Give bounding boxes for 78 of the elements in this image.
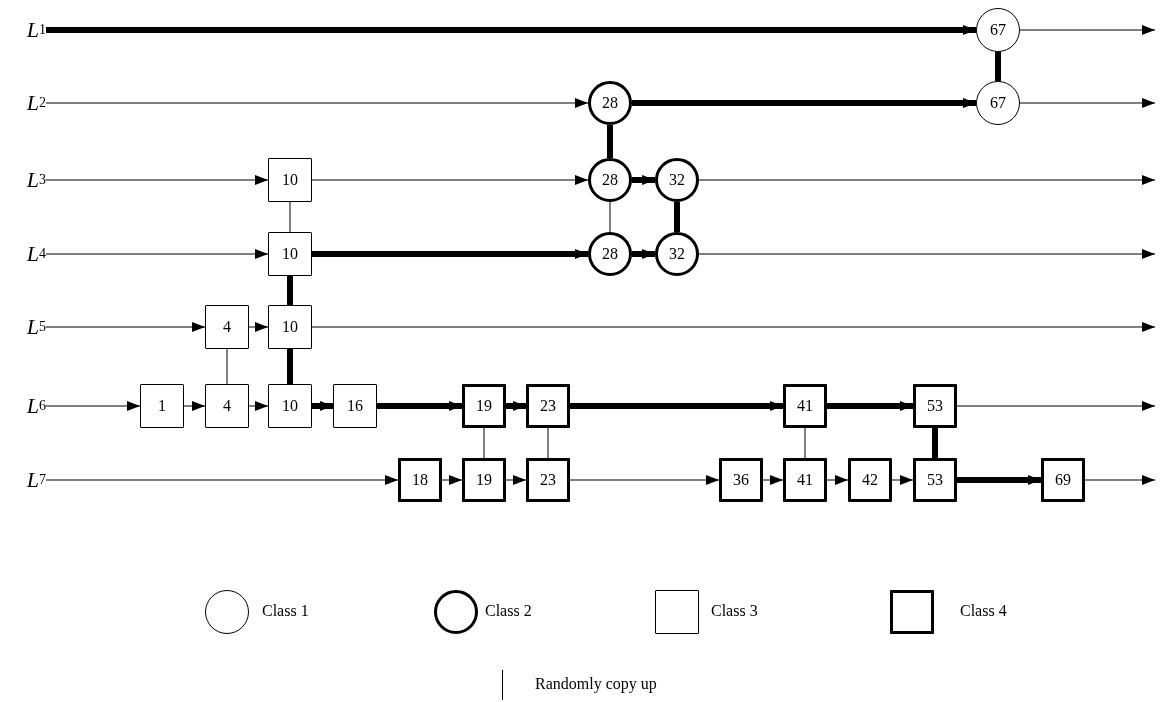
connector-line xyxy=(932,428,938,458)
connector-line xyxy=(287,276,293,305)
square-node: 53 xyxy=(913,384,957,428)
arrow xyxy=(312,249,588,259)
square-node: 10 xyxy=(268,305,312,349)
legend-label: Randomly copy up xyxy=(535,675,657,693)
arrow xyxy=(698,175,1156,185)
arrow xyxy=(957,475,1041,485)
square-node: 23 xyxy=(526,384,570,428)
square-node: 23 xyxy=(526,458,570,502)
square-node: 36 xyxy=(719,458,763,502)
arrow xyxy=(45,475,399,485)
square-node: 53 xyxy=(913,458,957,502)
square-node: 42 xyxy=(848,458,892,502)
arrow xyxy=(441,475,463,485)
arrow xyxy=(45,175,269,185)
circle-node: 28 xyxy=(588,81,632,125)
arrow xyxy=(570,401,783,411)
circle-node: 67 xyxy=(976,8,1020,52)
arrow xyxy=(827,401,913,411)
arrow xyxy=(506,401,526,411)
arrow xyxy=(632,175,655,185)
arrow xyxy=(569,475,720,485)
arrow xyxy=(505,475,527,485)
connector-line xyxy=(287,349,293,384)
arrow xyxy=(45,249,269,259)
square-node: 19 xyxy=(462,458,506,502)
square-node: 41 xyxy=(783,384,827,428)
arrow xyxy=(891,475,914,485)
square-node: 69 xyxy=(1041,458,1085,502)
arrow xyxy=(762,475,784,485)
square-node: 4 xyxy=(205,305,249,349)
circle-node: 32 xyxy=(655,232,699,276)
arrow xyxy=(1019,98,1156,108)
connector-line xyxy=(547,427,549,459)
arrow xyxy=(1019,25,1156,35)
connector-line xyxy=(995,52,1001,81)
square-node: 10 xyxy=(268,158,312,202)
arrow xyxy=(698,249,1156,259)
legend-label: Class 2 xyxy=(485,602,532,620)
arrow xyxy=(632,249,655,259)
connector-line xyxy=(483,427,485,459)
connector-line xyxy=(804,427,806,459)
arrow xyxy=(45,401,141,411)
connector-line xyxy=(289,201,291,233)
square-node: 19 xyxy=(462,384,506,428)
legend-label: Class 3 xyxy=(711,602,758,620)
arrow xyxy=(248,322,269,332)
connector-line xyxy=(607,125,613,158)
square-node: 1 xyxy=(140,384,184,428)
arrow xyxy=(183,401,206,411)
square-node: 16 xyxy=(333,384,377,428)
arrow xyxy=(956,401,1156,411)
square-node: 10 xyxy=(268,384,312,428)
circle-node: 67 xyxy=(976,81,1020,125)
connector-line xyxy=(226,348,228,385)
legend-label: Class 4 xyxy=(960,602,1007,620)
square-node: 10 xyxy=(268,232,312,276)
arrow xyxy=(377,401,462,411)
arrow xyxy=(1084,475,1156,485)
circle-node: 32 xyxy=(655,158,699,202)
circle-node: 28 xyxy=(588,232,632,276)
circle-node: 28 xyxy=(588,158,632,202)
arrow xyxy=(826,475,849,485)
square-node: 41 xyxy=(783,458,827,502)
arrow xyxy=(248,401,269,411)
arrow xyxy=(46,25,976,35)
square-node: 4 xyxy=(205,384,249,428)
arrow xyxy=(312,401,333,411)
arrow xyxy=(45,322,206,332)
arrow xyxy=(311,175,589,185)
square-node: 18 xyxy=(398,458,442,502)
legend-label: Class 1 xyxy=(262,602,309,620)
arrow xyxy=(311,322,1156,332)
arrow xyxy=(45,98,589,108)
connector-line xyxy=(674,202,680,232)
connector-line xyxy=(609,201,611,233)
arrow xyxy=(632,98,976,108)
